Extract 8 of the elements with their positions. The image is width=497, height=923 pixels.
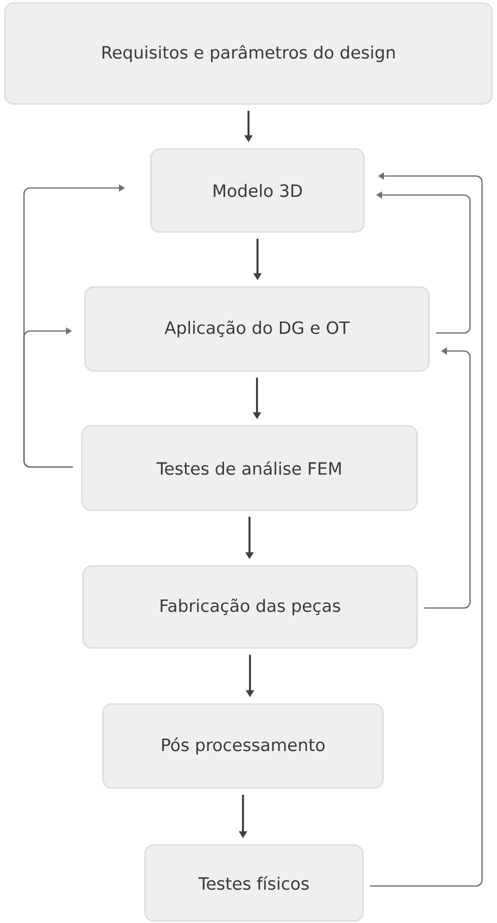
- process-box: Aplicação do DG e OT: [84, 286, 430, 372]
- process-box: Testes de análise FEM: [81, 425, 418, 511]
- arrow: [23, 327, 73, 468]
- process-box: Requisitos e parâmetros do design: [4, 2, 493, 105]
- process-box: Pós processamento: [102, 703, 384, 789]
- process-box: Testes físicos: [144, 844, 364, 922]
- process-box: Fabricação das peças: [82, 565, 418, 649]
- process-box: Modelo 3D: [150, 148, 365, 233]
